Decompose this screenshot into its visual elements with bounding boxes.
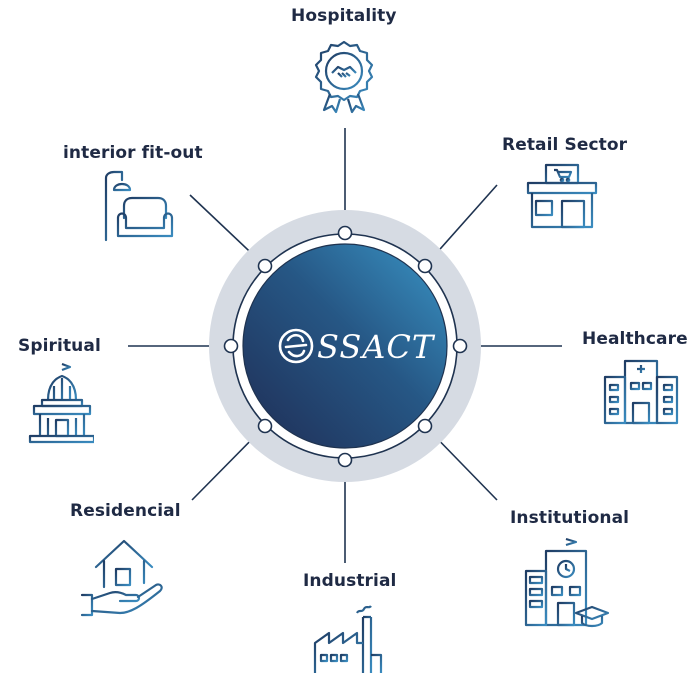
house-in-hand-icon bbox=[80, 539, 163, 617]
storefront-icon bbox=[526, 163, 598, 229]
node-spiritual bbox=[223, 338, 239, 354]
label-spiritual: Spiritual bbox=[18, 336, 101, 356]
logo-text: SSACT bbox=[317, 328, 436, 366]
label-industrial: Industrial bbox=[303, 571, 397, 591]
logo-mark bbox=[278, 328, 314, 364]
node-interior bbox=[257, 258, 273, 274]
temple-icon bbox=[28, 362, 94, 444]
node-industrial bbox=[337, 452, 353, 468]
label-residencial: Residencial bbox=[70, 501, 181, 521]
node-retail bbox=[417, 258, 433, 274]
label-interior: interior fit-out bbox=[63, 143, 203, 163]
handshake-award-icon bbox=[314, 40, 374, 114]
node-healthcare bbox=[452, 338, 468, 354]
school-building-icon bbox=[522, 537, 610, 628]
hospital-icon bbox=[603, 359, 679, 425]
node-institutional bbox=[417, 418, 433, 434]
factory-icon bbox=[313, 605, 385, 675]
label-hospitality: Hospitality bbox=[291, 6, 397, 26]
label-retail: Retail Sector bbox=[502, 135, 628, 155]
node-residencial bbox=[257, 418, 273, 434]
sofa-lamp-icon bbox=[92, 170, 174, 242]
label-healthcare: Healthcare bbox=[582, 329, 688, 349]
center-disc bbox=[242, 243, 448, 449]
label-institutional: Institutional bbox=[510, 508, 630, 528]
node-hospitality bbox=[337, 225, 353, 241]
